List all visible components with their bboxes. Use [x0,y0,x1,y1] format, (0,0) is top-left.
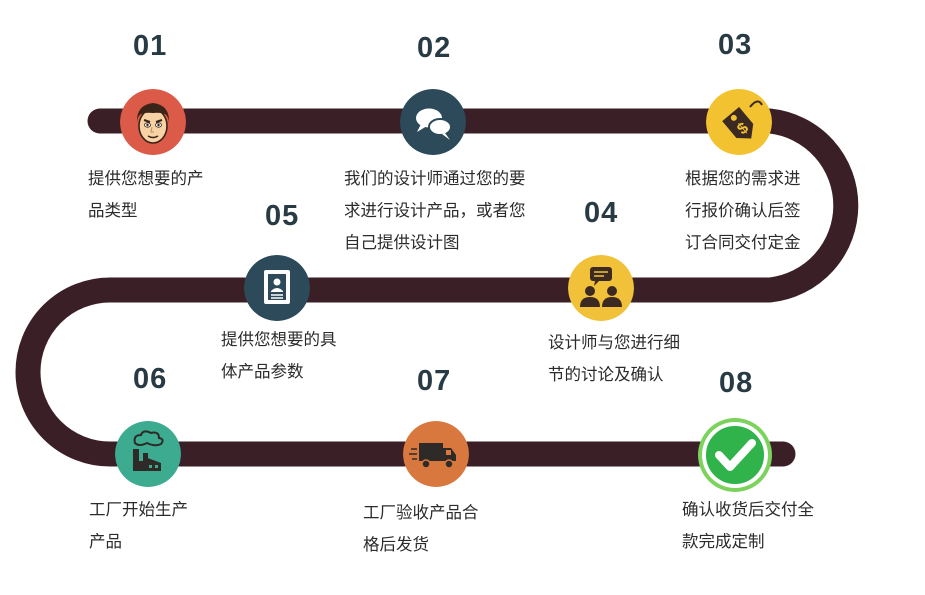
document-icon [244,255,310,321]
step-caption-01: 提供您想要的产品类型 [88,169,204,220]
step-number-01: 01 [133,30,168,62]
step-caption-06: 工厂开始生产产品 [89,500,188,551]
step-number-04: 04 [584,197,619,229]
step-caption-08: 确认收货后交付全款完成定制 [682,500,814,551]
discussion-icon [568,255,634,321]
step-number-08: 08 [719,367,754,399]
chat-bubbles-icon [400,89,466,155]
step-number-06: 06 [133,363,168,395]
step-caption-05: 提供您想要的具体产品参数 [221,330,337,381]
step-caption-02: 我们的设计师通过您的要求进行设计产品，或者您自己提供设计图 [344,169,526,252]
step-caption-07: 工厂验收产品合格后发货 [363,503,479,554]
checkmark-icon [697,417,773,493]
step-caption-03: 根据您的需求进行报价确认后签订合同交付定金 [685,169,801,252]
step-number-07: 07 [417,365,452,397]
price-tag-icon: $ [706,89,772,155]
step-number-03: 03 [718,29,753,61]
step-number-02: 02 [417,32,452,64]
person-face-icon [120,89,186,155]
delivery-truck-icon [403,421,469,487]
step-number-05: 05 [265,200,300,232]
factory-icon [115,421,181,487]
step-caption-04: 设计师与您进行细节的讨论及确认 [548,333,680,384]
